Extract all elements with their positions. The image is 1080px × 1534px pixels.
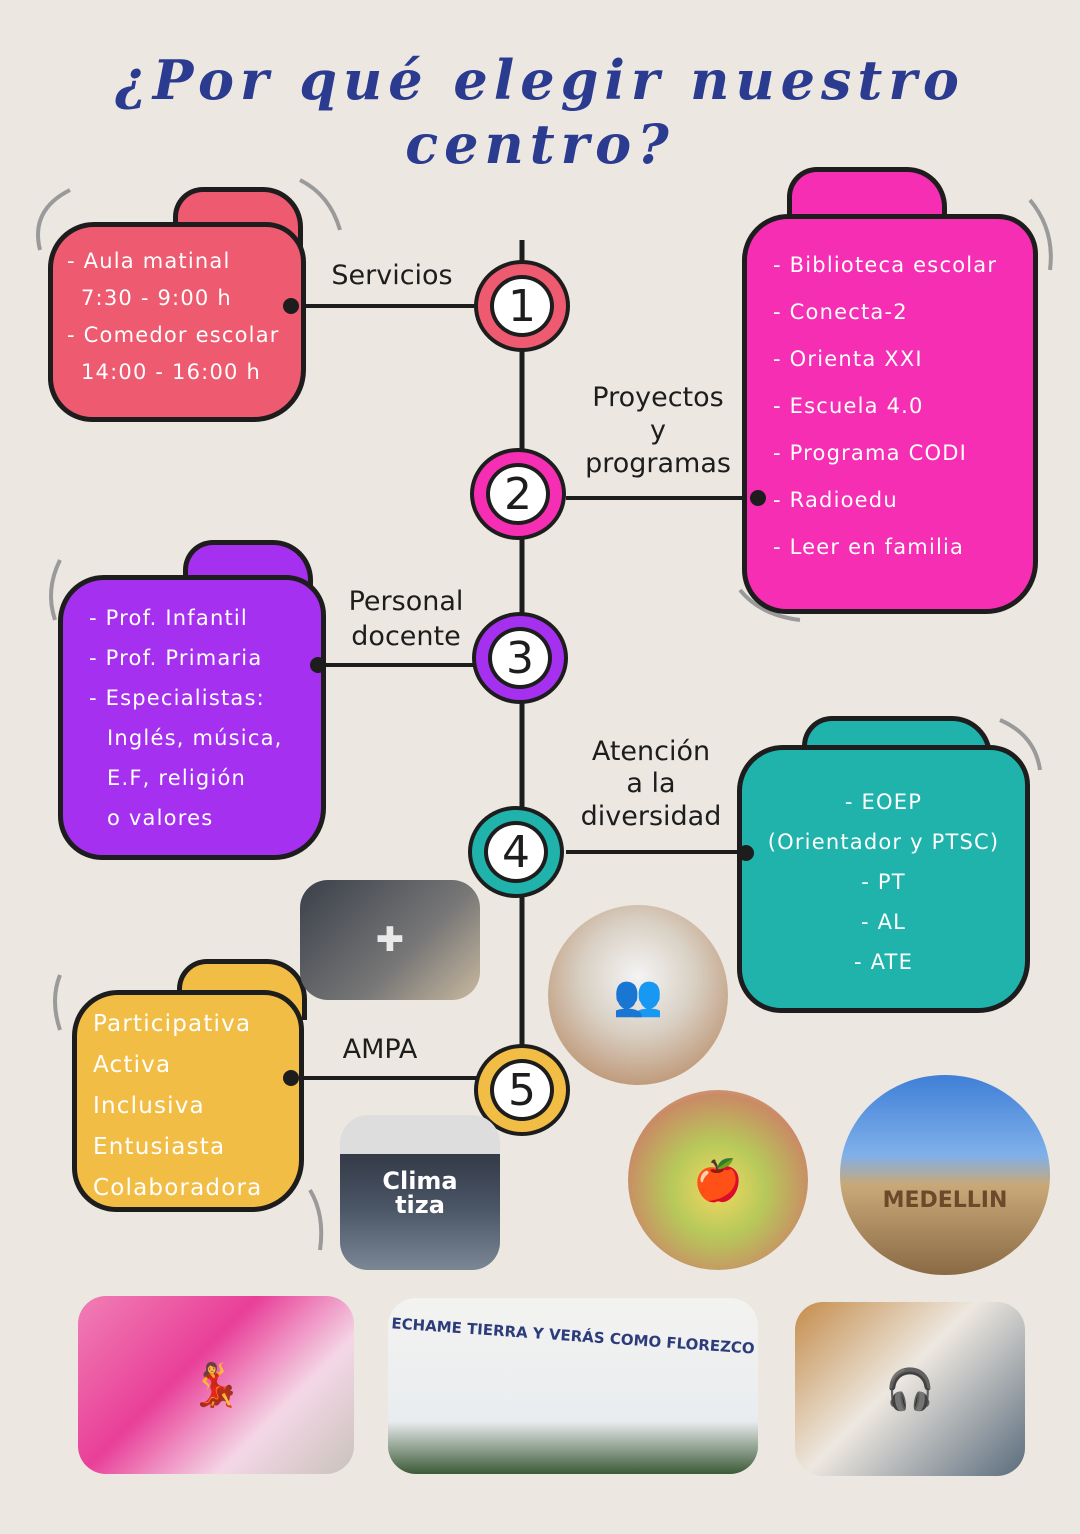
list-item: 7:30 - 9:00 h — [81, 286, 232, 310]
list-item: - Orienta XXI — [773, 347, 923, 371]
list-item: - Escuela 4.0 — [773, 394, 924, 418]
photo-bag: ✚ — [300, 880, 480, 1000]
photo-mural: ECHAME TIERRA Y VERÁS COMO FLOREZCO — [388, 1298, 758, 1474]
list-item: - Radioedu — [773, 488, 898, 512]
list-item: Activa — [93, 1052, 172, 1078]
photo-medellin-sign: MEDELLIN — [882, 1187, 1008, 1213]
number-badge-3: 3 — [472, 612, 568, 704]
personal-bubble: - Prof. Infantil - Prof. Primaria - Espe… — [58, 540, 326, 860]
proyectos-label-line: Proyectos — [592, 382, 724, 413]
photo-clima-sign: Clima tiza — [382, 1166, 458, 1219]
proyectos-label-line: y — [650, 414, 666, 446]
list-item: - Aula matinal — [67, 249, 231, 273]
list-item: Entusiasta — [93, 1134, 226, 1160]
photo-medellin: MEDELLIN — [840, 1075, 1050, 1275]
photo-mural-sign: ECHAME TIERRA Y VERÁS COMO FLOREZCO — [390, 1314, 756, 1358]
servicios-label: Servicios — [331, 260, 453, 291]
list-item: Inclusiva — [93, 1093, 205, 1119]
list-item: o valores — [107, 806, 214, 830]
number-1: 1 — [490, 275, 554, 337]
atencion-bubble: - EOEP (Orientador y PTSC) - PT - AL - A… — [737, 716, 1030, 1013]
proyectos-list: - Biblioteca escolar - Conecta-2 - Orien… — [747, 219, 1033, 558]
proyectos-connector-dot — [750, 490, 766, 506]
list-item: Inglés, música, — [107, 726, 283, 750]
atencion-label-line: diversidad — [580, 800, 722, 832]
list-item: Participativa — [93, 1011, 252, 1037]
servicios-list: - Aula matinal 7:30 - 9:00 h - Comedor e… — [53, 227, 301, 383]
number-3: 3 — [488, 627, 552, 689]
servicios-connector-dot — [283, 298, 299, 314]
atencion-label-line: Atención — [591, 736, 711, 767]
atencion-label: Atención a la diversidad — [576, 736, 726, 833]
photo-fruit: 🍎 — [628, 1090, 808, 1270]
ampa-label: AMPA — [342, 1034, 418, 1065]
list-item: - Comedor escolar — [67, 323, 280, 347]
list-item: - Biblioteca escolar — [773, 253, 998, 277]
photo-radio-icon: 🎧 — [885, 1366, 935, 1413]
list-item: - Programa CODI — [773, 441, 967, 465]
proyectos-label: Proyectos y programas — [578, 382, 738, 481]
photo-radio: 🎧 — [795, 1302, 1025, 1476]
list-item: Colaboradora — [93, 1175, 263, 1201]
photo-class: 👥 — [548, 905, 728, 1085]
photo-class-icon: 👥 — [613, 972, 663, 1019]
list-item: - AL — [860, 910, 907, 934]
list-item: - Especialistas: — [89, 686, 265, 710]
list-item: - PT — [861, 870, 906, 894]
number-4: 4 — [484, 821, 548, 883]
servicios-bubble: - Aula matinal 7:30 - 9:00 h - Comedor e… — [48, 187, 306, 422]
ampa-bubble: Participativa Activa Inclusiva Entusiast… — [72, 959, 307, 1212]
photo-bag-icon: ✚ — [375, 920, 405, 960]
number-badge-1: 1 — [474, 260, 570, 352]
photo-clima: Clima tiza — [340, 1115, 500, 1270]
photo-dancers-icon: 💃 — [189, 1360, 243, 1409]
personal-list: - Prof. Infantil - Prof. Primaria - Espe… — [63, 580, 321, 829]
personal-label-line: Personal — [348, 586, 464, 617]
photo-dancers: 💃 — [78, 1296, 354, 1474]
list-item: - Prof. Infantil — [89, 606, 248, 630]
list-item: - EOEP — [844, 790, 923, 814]
list-item: - Leer en familia — [773, 535, 965, 559]
photo-fruit-icon: 🍎 — [693, 1157, 743, 1204]
list-item: - ATE — [853, 950, 914, 974]
list-item: E.F, religión — [107, 766, 247, 790]
number-2: 2 — [486, 463, 550, 525]
list-item: 14:00 - 16:00 h — [81, 360, 261, 384]
personal-label: Personal docente — [336, 584, 476, 654]
list-item: - Conecta-2 — [773, 300, 908, 324]
number-5: 5 — [490, 1059, 554, 1121]
ampa-connector-dot — [283, 1070, 299, 1086]
atencion-list: - EOEP (Orientador y PTSC) - PT - AL - A… — [742, 750, 1025, 973]
list-item: (Orientador y PTSC) — [767, 830, 1000, 854]
personal-connector-dot — [310, 657, 326, 673]
number-badge-2: 2 — [470, 448, 566, 540]
page-title: ¿Por qué elegir nuestro centro? — [115, 48, 965, 176]
atencion-label-line: a la — [626, 768, 676, 800]
personal-label-line: docente — [351, 621, 461, 653]
proyectos-bubble: - Biblioteca escolar - Conecta-2 - Orien… — [742, 167, 1038, 614]
list-item: - Prof. Primaria — [89, 646, 263, 670]
proyectos-label-line: programas — [585, 447, 731, 479]
number-badge-4: 4 — [468, 806, 564, 898]
ampa-list: Participativa Activa Inclusiva Entusiast… — [77, 995, 299, 1200]
atencion-connector-dot — [738, 845, 754, 861]
